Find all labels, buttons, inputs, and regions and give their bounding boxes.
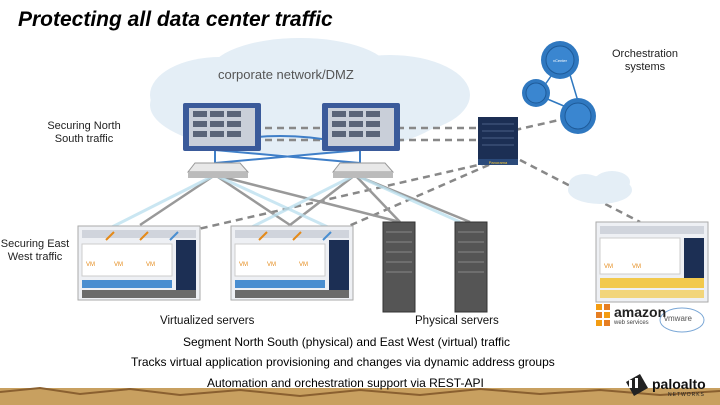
physical-servers-caption: Physical servers [415, 315, 499, 327]
paloalto-subwordmark: NETWORKS [668, 392, 705, 398]
paloalto-icon [626, 374, 648, 396]
virtual-host-2 [230, 225, 354, 301]
aws-wordmark: web services [614, 320, 649, 326]
north-south-label: Securing North South traffic [47, 120, 121, 145]
svg-text:vCenter: vCenter [553, 58, 568, 63]
vm-label: VM [114, 262, 123, 268]
physical-server-2 [454, 221, 488, 313]
paloalto-wordmark: paloalto [652, 376, 706, 392]
vm-label: VM [299, 262, 308, 268]
amazon-logo [596, 304, 610, 326]
switch-right [331, 162, 395, 178]
page-title: Protecting all data center traffic [18, 8, 333, 31]
vm-label: VM [239, 262, 248, 268]
orchestration-label: Orchestration systems [611, 48, 679, 73]
bullet-tracks: Tracks virtual application provisioning … [131, 355, 555, 369]
virtual-host-1 [77, 225, 201, 301]
orchestration-gear-right [560, 98, 596, 134]
vm-label: VM [86, 262, 95, 268]
cloud-host [595, 221, 709, 303]
switch-left [186, 162, 250, 178]
vm-label: VM [604, 264, 613, 270]
firewall-left [183, 103, 261, 151]
bottom-band [0, 388, 720, 405]
vmware-wordmark: vmware [664, 314, 693, 323]
orchestration-gear-left [522, 79, 550, 107]
east-west-label: Securing East West traffic [0, 238, 70, 263]
virtualized-servers-caption: Virtualized servers [160, 315, 255, 327]
bullet-automation: Automation and orchestration support via… [207, 376, 484, 390]
svg-text:Panorama: Panorama [489, 160, 508, 165]
firewall-right [322, 103, 400, 151]
vm-label: VM [146, 262, 155, 268]
management-server: Panorama [478, 117, 518, 165]
vm-label: VM [267, 262, 276, 268]
vm-label: VM [632, 264, 641, 270]
vmware-logo [659, 307, 705, 333]
public-cloud-small [568, 171, 632, 204]
amazon-wordmark: amazon [614, 304, 667, 320]
corporate-network-label: corporate network/DMZ [218, 67, 354, 82]
orchestration-gear-top: vCenter [541, 41, 579, 79]
management-links [184, 116, 641, 234]
bullet-segment: Segment North South (physical) and East … [183, 335, 511, 349]
physical-server-1 [382, 221, 416, 313]
